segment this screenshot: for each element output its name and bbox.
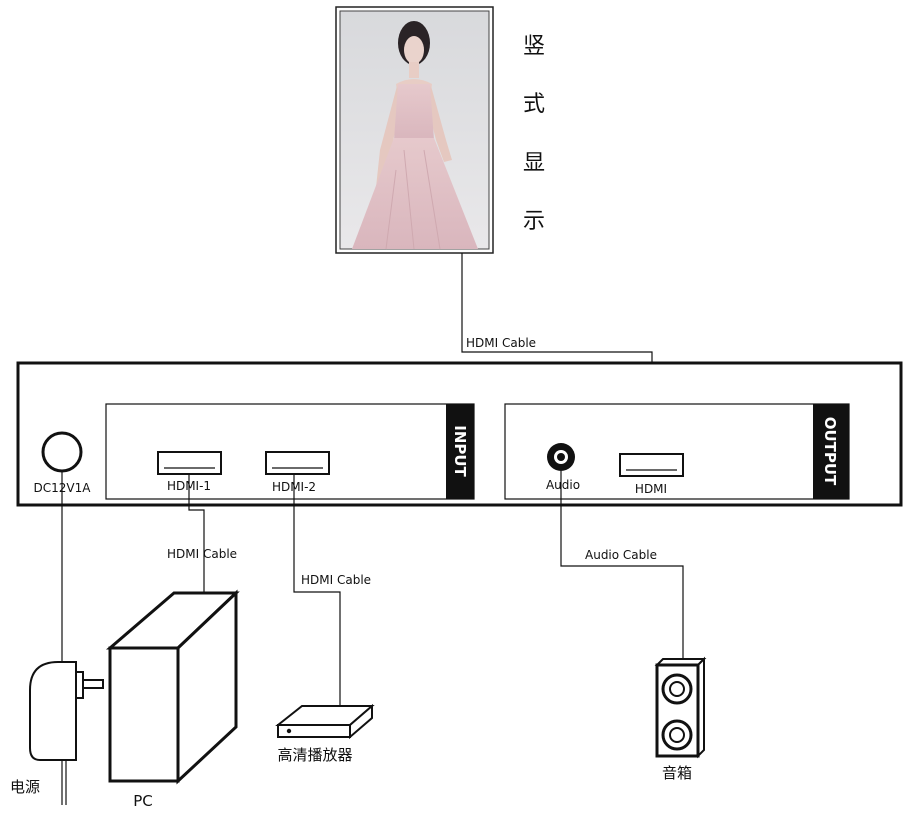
speaker-label: 音箱 — [662, 764, 692, 782]
input-tab-label: INPUT — [451, 425, 469, 477]
pc-label: PC — [133, 792, 153, 810]
hdmi-2-port: HDMI-2 — [265, 451, 330, 494]
input-panel: INPUT HDMI-1 HDMI-2 — [105, 403, 475, 500]
speaker-driver-bottom — [661, 719, 693, 751]
audio-port-label: Audio — [546, 478, 580, 492]
display-cable-label: HDMI Cable — [466, 336, 536, 350]
speaker: 音箱 — [654, 656, 707, 782]
player-hdmi-cable: HDMI Cable — [293, 474, 371, 706]
splitter-device: DC12V1A INPUT HDMI-1 HDMI-2 OUTPUT — [16, 361, 903, 507]
display-label-char-4: 示 — [523, 209, 545, 234]
output-panel: OUTPUT Audio HDMI — [504, 403, 850, 500]
hdmi-output-label: HDMI — [635, 482, 667, 496]
output-tab-label: OUTPUT — [821, 417, 839, 486]
pc-tower: PC — [105, 589, 240, 810]
power-adapter: 电源 — [10, 661, 104, 796]
model-photo — [352, 21, 478, 250]
pc-cable-label: HDMI Cable — [167, 547, 237, 561]
display-label-char-1: 竖 — [523, 34, 545, 59]
hd-player-label: 高清播放器 — [277, 746, 352, 764]
player-cable-label: HDMI Cable — [301, 573, 371, 587]
audio-cable-label: Audio Cable — [585, 548, 657, 562]
speaker-driver-top — [661, 673, 693, 705]
display-vertical-label: 竖 式 显 示 — [523, 34, 545, 234]
audio-port: Audio — [546, 443, 580, 492]
pc-hdmi-cable: HDMI Cable — [167, 474, 237, 593]
display-label-char-3: 显 — [523, 151, 545, 176]
display-label-char-2: 式 — [523, 92, 545, 117]
hd-player: 高清播放器 — [275, 703, 375, 764]
power-adapter-label: 电源 — [10, 778, 40, 796]
audio-cable: Audio Cable — [560, 471, 684, 660]
hdmi-output-port: HDMI — [619, 453, 684, 496]
vertical-display — [335, 6, 494, 254]
